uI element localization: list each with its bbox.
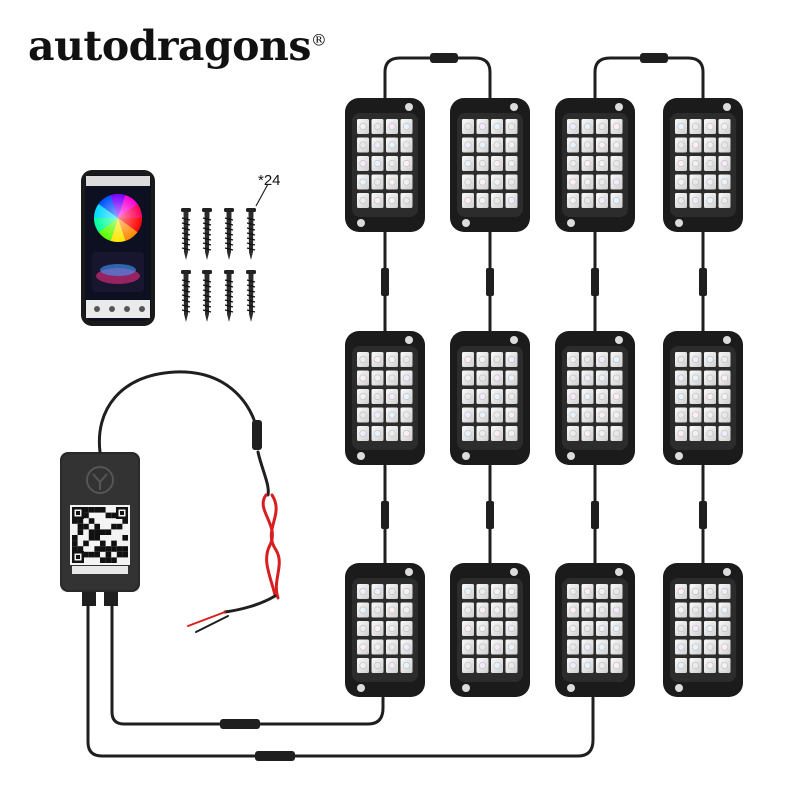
light-pod	[663, 331, 743, 465]
light-pod	[555, 98, 635, 232]
screw-icon	[246, 270, 256, 322]
brand-logo: autodragons®	[28, 22, 327, 70]
controller-logo-icon	[86, 466, 114, 494]
light-pod	[555, 563, 635, 697]
mounting-screws-icon	[181, 208, 256, 322]
light-pod	[450, 331, 530, 465]
wiring-harness	[86, 53, 707, 761]
light-pod	[663, 98, 743, 232]
light-pod-grid	[345, 98, 743, 697]
screw-icon	[181, 270, 191, 322]
screw-icon	[224, 270, 234, 322]
light-pod	[450, 563, 530, 697]
count-pointer-line	[255, 183, 269, 207]
light-pod	[345, 563, 425, 697]
trademark-symbol: ®	[310, 30, 327, 50]
power-lead-wires	[97, 370, 281, 633]
screw-icon	[202, 208, 212, 260]
brand-name: autodragons	[28, 22, 311, 70]
light-pod	[345, 331, 425, 465]
light-pod	[345, 98, 425, 232]
screw-count-label: *24	[258, 172, 281, 189]
screw-icon	[246, 208, 256, 260]
screw-icon	[181, 208, 191, 260]
screw-icon	[224, 208, 234, 260]
smartphone-app-icon	[81, 170, 155, 326]
qr-code-icon	[72, 507, 128, 563]
light-pod	[450, 98, 530, 232]
light-pod	[663, 563, 743, 697]
screw-icon	[202, 270, 212, 322]
light-pod	[555, 331, 635, 465]
controller-box	[60, 452, 140, 606]
